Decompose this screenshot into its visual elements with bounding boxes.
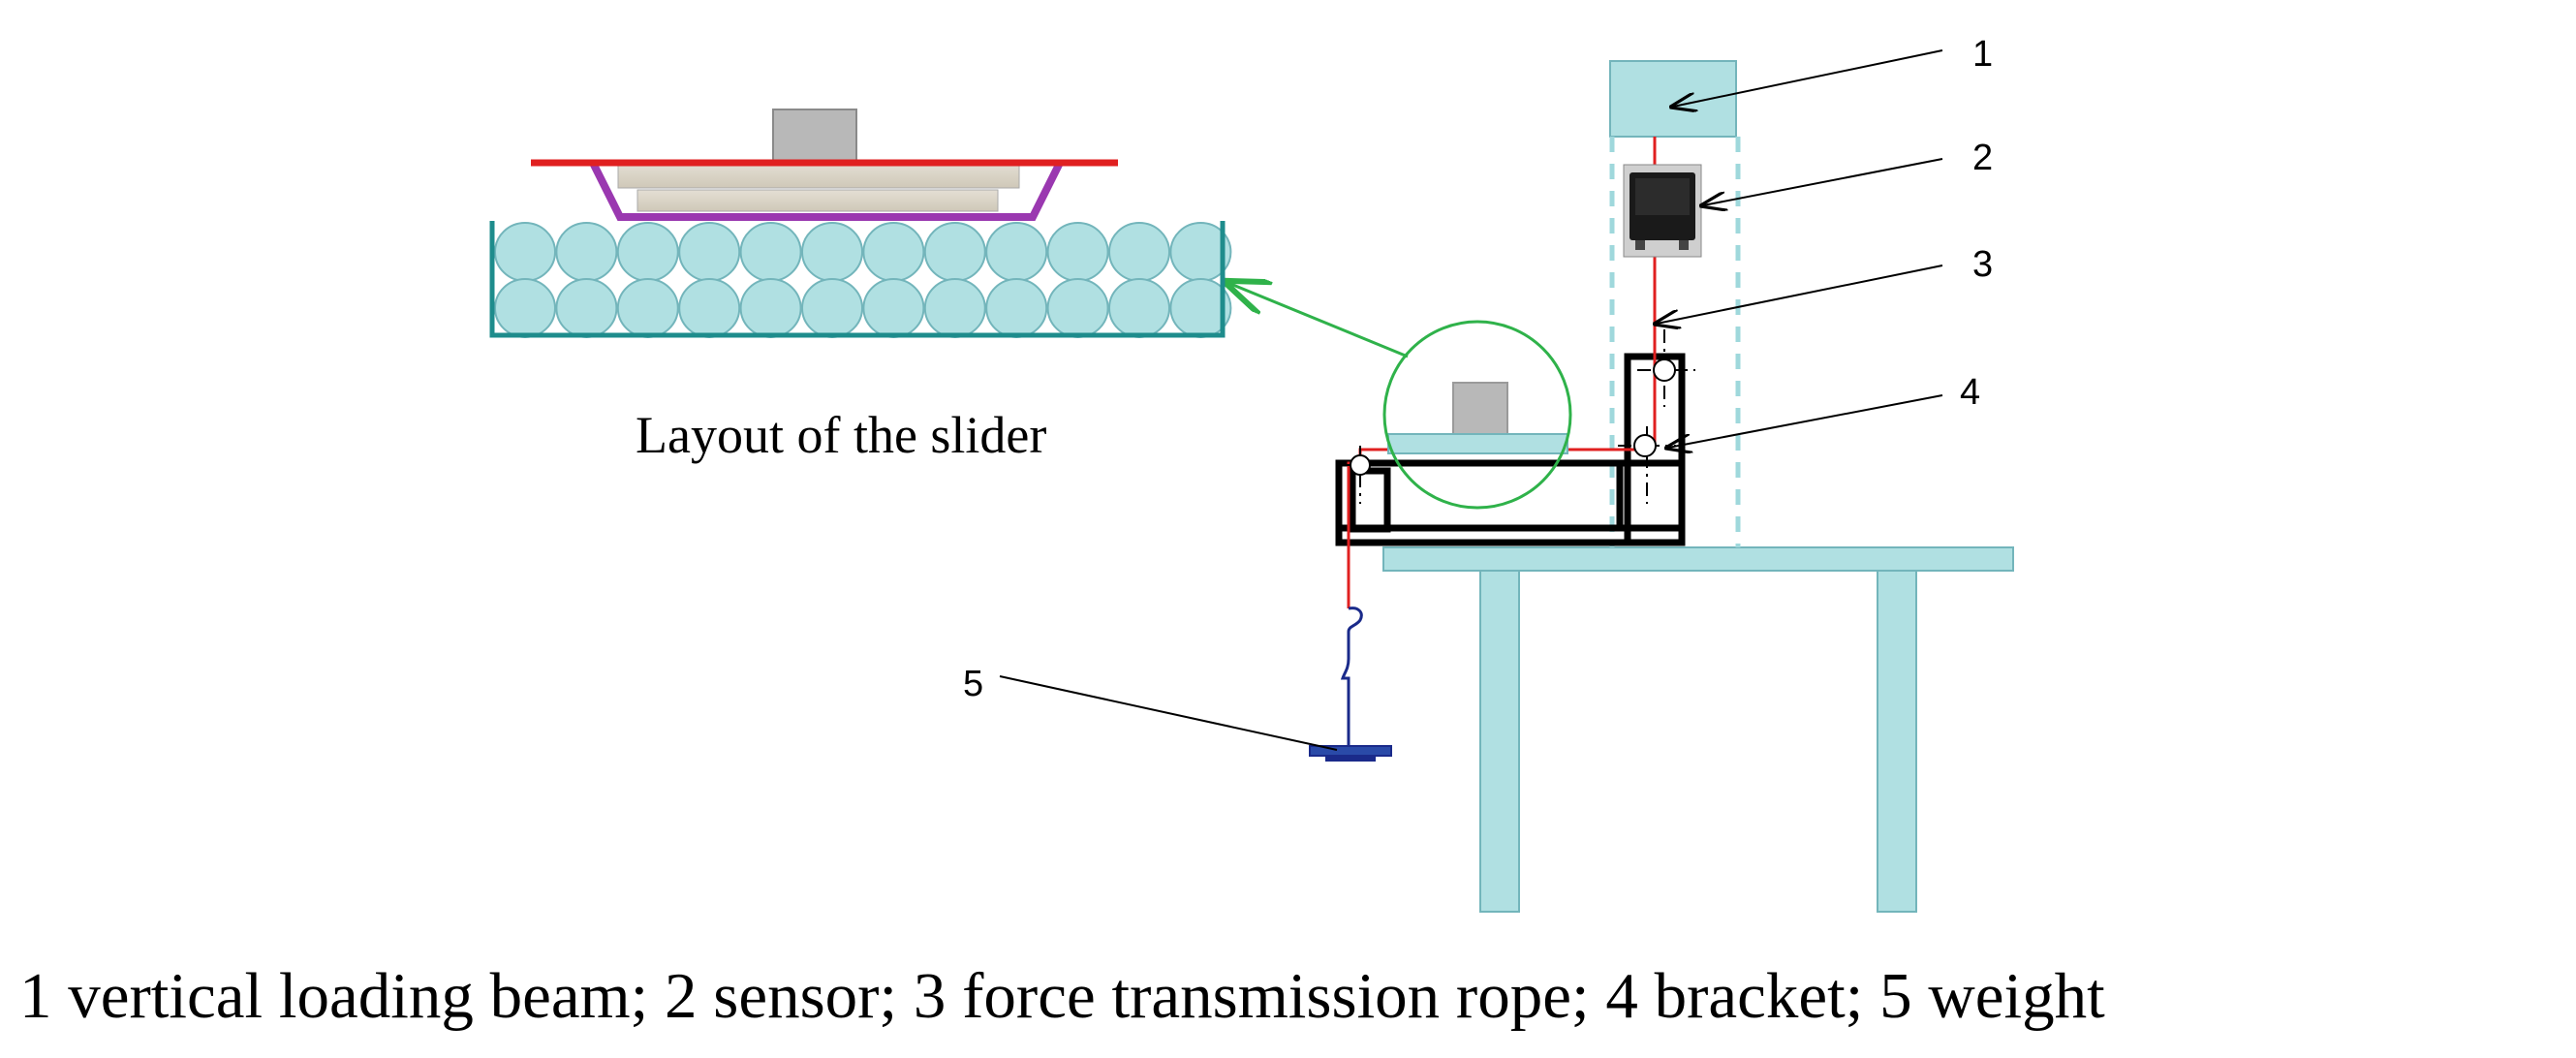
roller-ball [616, 222, 679, 282]
roller-ball [678, 222, 741, 282]
roller-ball [862, 278, 925, 338]
roller-ball [678, 278, 741, 338]
callout-3-leader [1657, 264, 1943, 324]
slider-layout-inset [489, 109, 1232, 338]
callout-2-leader [1703, 158, 1943, 205]
roller-ball [1108, 222, 1170, 282]
sensor-pin-right [1679, 240, 1689, 250]
table-leg-left [1479, 570, 1520, 913]
roller-ball [494, 222, 556, 282]
slider-small-plate [1387, 433, 1568, 454]
roller-ball [555, 278, 618, 338]
table [1382, 546, 2014, 913]
roller-ball [739, 278, 802, 338]
roller-ball [739, 222, 802, 282]
table-leg-right [1877, 570, 1917, 913]
roller-tray [489, 221, 1226, 338]
slider-inset-carrier [589, 161, 1064, 221]
vertical-loading-beam [1609, 60, 1741, 547]
weight [1309, 607, 1392, 762]
table-top [1382, 546, 2014, 572]
callout-3-number: 3 [1972, 244, 1993, 285]
pulley-left [1350, 454, 1371, 476]
figure-caption: 1 vertical loading beam; 2 sensor; 3 for… [19, 960, 2105, 1032]
sensor-pin-left [1635, 240, 1645, 250]
roller-ball [923, 278, 986, 338]
roller-ball [616, 278, 679, 338]
callouts: 1 2 3 4 5 [963, 34, 1993, 751]
roller-ball [494, 278, 556, 338]
inset-caption: Layout of the slider [636, 406, 1046, 464]
roller-ball [555, 222, 618, 282]
slider-inset-plate-lower [636, 189, 999, 212]
weight-hook [1340, 607, 1363, 746]
weight-plate-base [1325, 756, 1376, 762]
slider-small-block [1452, 382, 1508, 437]
sensor [1623, 164, 1702, 258]
roller-ball [801, 278, 863, 338]
callout-2-number: 2 [1972, 138, 1993, 178]
roller-bed [489, 221, 1232, 338]
slider-small [1387, 382, 1568, 454]
callout-5-leader [999, 675, 1338, 751]
roller-ball [923, 222, 986, 282]
loading-beam-box [1609, 60, 1737, 138]
roller-ball [801, 222, 863, 282]
pulley-upper [1653, 358, 1676, 382]
callout-4-number: 4 [1960, 372, 1980, 413]
callout-4-leader [1668, 394, 1943, 448]
pulley-lower [1633, 434, 1657, 457]
slider-inset-block [772, 109, 857, 164]
magnifier-circle [1382, 320, 1572, 510]
callout-5-number: 5 [963, 664, 983, 704]
slider-inset-plate-upper [617, 162, 1020, 189]
roller-ball [1046, 222, 1109, 282]
sensor-body-shine [1635, 178, 1690, 215]
callout-1-number: 1 [1972, 34, 1993, 75]
bracket-left-post [1349, 467, 1391, 533]
callout-1-leader [1673, 49, 1943, 107]
roller-ball [985, 278, 1048, 338]
roller-ball [1046, 278, 1109, 338]
roller-ball [1108, 278, 1170, 338]
roller-ball [862, 222, 925, 282]
roller-ball [985, 222, 1048, 282]
pulleys [1350, 358, 1676, 476]
magnifier-pointer [1228, 283, 1409, 358]
